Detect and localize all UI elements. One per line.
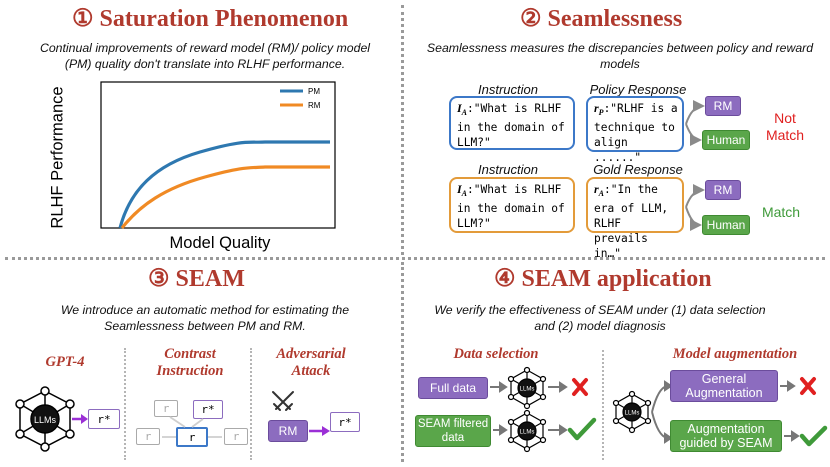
saturation-chart: PM RM xyxy=(100,81,336,229)
adversarial-rm-box: RM xyxy=(268,420,308,442)
row1-arrow-rm xyxy=(685,100,705,125)
row1-instruction-sub: A xyxy=(461,108,468,118)
contrast-arrows xyxy=(162,416,222,438)
panel2-title: ② Seamlessness xyxy=(520,6,683,32)
adversarial-arrow xyxy=(309,426,330,436)
seam-augmentation-box: Augmentation guided by SEAM xyxy=(670,420,782,452)
llm-icon-3: LLMs xyxy=(612,390,652,434)
gpt4-rstar-box: r* xyxy=(88,409,120,429)
row2-arrow-rm xyxy=(685,184,705,208)
panel1-description: Continual improvements of reward model (… xyxy=(39,41,371,71)
full-data-box: Full data xyxy=(418,377,488,399)
row1-rm-box: RM xyxy=(705,96,741,116)
panel2-description: Seamlessness measures the discrepancies … xyxy=(426,41,814,71)
row2-response-text: :"In the era of LLM, RLHF prevails in…" xyxy=(594,183,669,261)
panel3-separator-1 xyxy=(124,348,126,460)
data-selection-graphics: LLMs LLMs xyxy=(490,366,597,453)
data-selection-label: Data selection xyxy=(453,346,539,362)
row1-response-head: Policy Response xyxy=(589,82,687,97)
row2-response-bubble: rA:"In the era of LLM, RLHF prevails in…… xyxy=(586,177,684,260)
contrast-instruction-label: Contrast Instruction xyxy=(156,346,224,379)
check-icon-1 xyxy=(567,417,597,441)
row1-instruction-head: Instruction xyxy=(478,82,538,97)
llms-label: LLMs xyxy=(34,415,57,425)
contrast-r-box-top-left: r xyxy=(154,400,178,417)
row2-instruction-id: I xyxy=(457,182,462,196)
adversarial-rstar-box: r* xyxy=(330,412,360,432)
panel3-title: ③ SEAM xyxy=(148,266,245,292)
panel4-separator xyxy=(602,350,604,460)
panel4-title: ④ SEAM application xyxy=(494,266,712,292)
model-augmentation-label: Model augmentation xyxy=(672,346,798,362)
contrast-r-box-center: r xyxy=(176,427,208,447)
llm-icon-1: LLMs xyxy=(507,366,547,410)
model-augmentation-graphics: LLMs xyxy=(612,377,828,447)
rm-curve xyxy=(120,165,330,229)
llm-network-icon: LLMs xyxy=(15,386,75,452)
row1-arrow-human xyxy=(685,123,702,146)
row1-response-bubble: rP:"RLHF is a technique to align ......" xyxy=(586,96,684,164)
llms-label-1: LLMs xyxy=(520,387,535,393)
row2-response-sub: A xyxy=(598,189,605,199)
legend-pm-label: PM xyxy=(308,87,320,96)
contrast-r-box-bottom-left: r xyxy=(136,428,160,445)
panel4-description: We verify the effectiveness of SEAM unde… xyxy=(434,303,766,333)
vertical-separator-top xyxy=(401,5,404,255)
seam-filtered-data-box: SEAM filtered data xyxy=(415,415,491,447)
cross-icon-2 xyxy=(800,377,816,395)
row2-human-box: Human xyxy=(702,215,750,235)
row1-instruction-bubble: IA:"What is RLHF in the domain of LLM?" xyxy=(449,96,575,150)
pm-curve xyxy=(118,140,330,229)
row2-instruction-sub: A xyxy=(461,189,468,199)
horizontal-separator xyxy=(5,257,825,260)
row1-response-sub: P xyxy=(598,108,604,118)
row1-result-not-match: Not Match xyxy=(765,110,805,143)
row1-instruction-text: :"What is RLHF in the domain of LLM?" xyxy=(457,102,565,150)
general-augmentation-box: General Augmentation xyxy=(670,370,778,402)
chart-frame xyxy=(100,81,336,229)
row2-rm-box: RM xyxy=(705,180,741,200)
check-icon-2 xyxy=(799,425,828,447)
llms-label-2: LLMs xyxy=(520,430,535,436)
row1-instruction-id: I xyxy=(457,101,462,115)
cross-icon-1 xyxy=(572,378,588,396)
legend-rm-label: RM xyxy=(308,101,321,110)
vertical-separator-bottom xyxy=(401,262,404,462)
panel3-description: We introduce an automatic method for est… xyxy=(60,303,350,333)
llm-icon-2: LLMs xyxy=(507,409,547,453)
llms-label-3: LLMs xyxy=(625,411,640,417)
row1-response-id: r xyxy=(594,101,599,115)
row2-instruction-text: :"What is RLHF in the domain of LLM?" xyxy=(457,183,565,231)
row2-arrow-human xyxy=(685,206,702,231)
row1-human-box: Human xyxy=(702,130,750,150)
adversarial-attack-label: Adversarial Attack xyxy=(276,346,346,379)
panel1-title: ① Saturation Phenomenon xyxy=(72,6,349,32)
row2-response-id: r xyxy=(594,182,599,196)
row2-instruction-bubble: IA:"What is RLHF in the domain of LLM?" xyxy=(449,177,575,233)
gpt4-arrow xyxy=(72,414,88,424)
row2-result-match: Match xyxy=(761,204,801,220)
gpt4-label: GPT-4 xyxy=(45,354,85,370)
row2-instruction-head: Instruction xyxy=(478,162,538,177)
panel3-separator-2 xyxy=(250,348,252,460)
row2-response-head: Gold Response xyxy=(593,162,683,177)
row1-response-text: :"RLHF is a technique to align ......" xyxy=(594,102,678,165)
xlabel: Model Quality xyxy=(169,234,271,252)
crossed-swords-icon xyxy=(272,391,294,411)
contrast-r-box-bottom-right: r xyxy=(224,428,248,445)
contrast-rstar-box: r* xyxy=(193,400,223,419)
